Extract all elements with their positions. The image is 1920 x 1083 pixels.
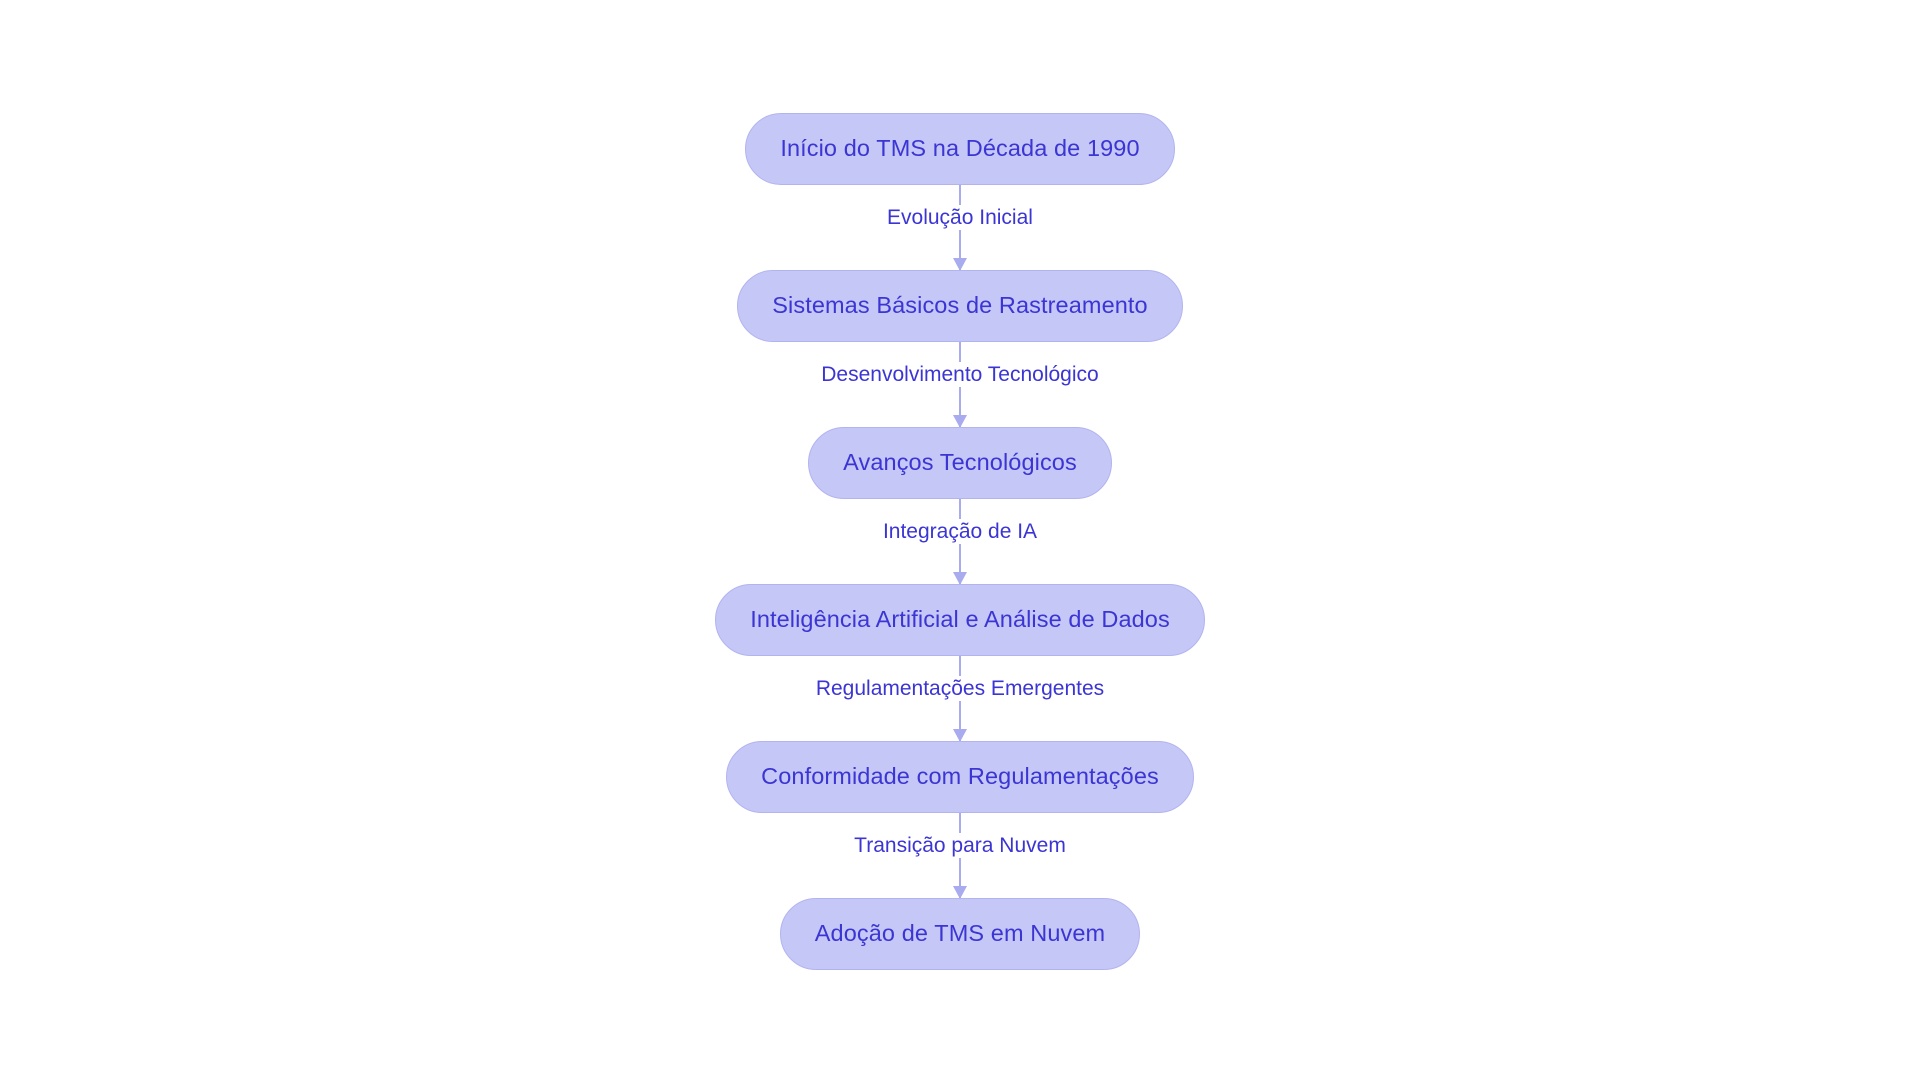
flow-edge-label: Regulamentações Emergentes bbox=[812, 676, 1108, 701]
flow-node-adocao-tms-nuvem[interactable]: Adoção de TMS em Nuvem bbox=[779, 898, 1141, 970]
flow-edge-integracao-de-ia: Integração de IA bbox=[790, 499, 1130, 585]
flow-node-label: Início do TMS na Década de 1990 bbox=[780, 135, 1140, 162]
flow-node-inicio-tms[interactable]: Início do TMS na Década de 1990 bbox=[745, 113, 1175, 185]
flow-edge-label: Integração de IA bbox=[879, 519, 1041, 544]
flow-node-sistemas-basicos[interactable]: Sistemas Básicos de Rastreamento bbox=[737, 270, 1183, 342]
flow-node-label: Avanços Tecnológicos bbox=[843, 449, 1077, 476]
flow-node-avancos-tecnologicos[interactable]: Avanços Tecnológicos bbox=[808, 427, 1112, 499]
flow-edge-label: Desenvolvimento Tecnológico bbox=[818, 362, 1102, 387]
arrow-head-icon bbox=[952, 258, 967, 271]
flow-edge-label: Transição para Nuvem bbox=[851, 833, 1069, 858]
flow-edge-desenvolvimento-tecnologico: Desenvolvimento Tecnológico bbox=[790, 342, 1130, 428]
flow-node-label: Sistemas Básicos de Rastreamento bbox=[772, 292, 1148, 319]
flow-node-conformidade-regulamentacoes[interactable]: Conformidade com Regulamentações bbox=[726, 741, 1194, 813]
flow-node-label: Conformidade com Regulamentações bbox=[761, 763, 1159, 790]
flow-edge-evolucao-inicial: Evolução Inicial bbox=[790, 185, 1130, 271]
arrow-head-icon bbox=[952, 572, 967, 585]
flow-edge-transicao-para-nuvem: Transição para Nuvem bbox=[790, 813, 1130, 899]
flow-edge-regulamentacoes-emergentes: Regulamentações Emergentes bbox=[790, 656, 1130, 742]
arrow-head-icon bbox=[952, 729, 967, 742]
flow-node-inteligencia-artificial[interactable]: Inteligência Artificial e Análise de Dad… bbox=[715, 584, 1205, 656]
arrow-head-icon bbox=[952, 415, 967, 428]
flow-node-label: Adoção de TMS em Nuvem bbox=[814, 920, 1106, 947]
flow-node-label: Inteligência Artificial e Análise de Dad… bbox=[750, 606, 1170, 633]
arrow-head-icon bbox=[952, 886, 967, 899]
flow-edge-label: Evolução Inicial bbox=[884, 205, 1036, 230]
